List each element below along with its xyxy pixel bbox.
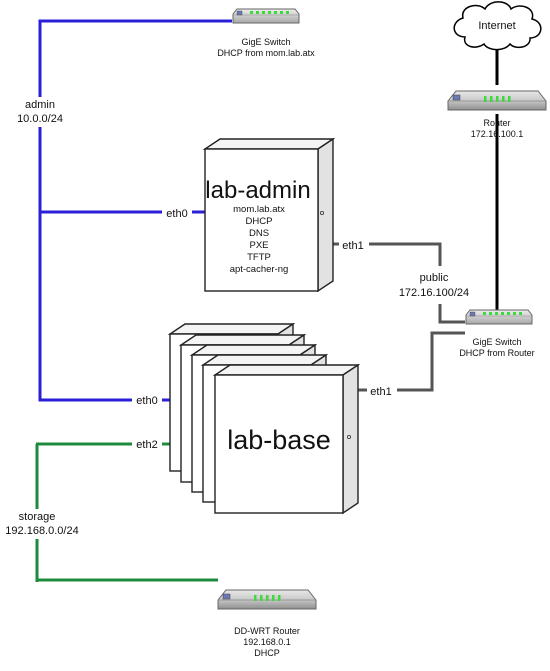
service-item: mom.lab.atx (233, 204, 285, 215)
router-device (447, 90, 547, 111)
public-switch-device (465, 309, 533, 325)
lab-base-eth1-label: eth1 (370, 386, 391, 398)
storage-network-name: storage (19, 511, 56, 523)
public-label-bg (398, 266, 482, 304)
admin-switch-note: DHCP from mom.lab.atx (217, 48, 315, 58)
lab-admin-eth1-bg (339, 238, 369, 252)
admin-network-cidr: 10.0.0/24 (17, 113, 63, 125)
service-item: apt-cacher-ng (230, 264, 289, 275)
dd-wrt-port-icon (222, 593, 231, 600)
public-switch-note: DHCP from Router (459, 348, 534, 358)
cloud-label: Internet (478, 20, 515, 32)
admin-switch-device (232, 8, 300, 24)
router-port-icon (452, 94, 461, 101)
service-item: PXE (249, 240, 268, 251)
dd-wrt-name: DD-WRT Router (234, 626, 300, 636)
public-network-cidr: 172.16.100/24 (399, 287, 469, 299)
lab-admin-eth0-bg (162, 206, 192, 220)
storage-network-cidr: 192.168.0.0/24 (5, 525, 78, 537)
lab-admin-eth0-label: eth0 (166, 208, 187, 220)
public-network-name: public (420, 272, 449, 284)
dd-wrt-leds (254, 595, 281, 601)
internet-cloud: Internet (453, 1, 542, 51)
lab-admin-title: lab-admin (205, 177, 310, 204)
public-to-switch-link (438, 304, 465, 324)
router-ip: 172.16.100.1 (471, 129, 524, 139)
admin-switch-port-icon (236, 10, 243, 16)
lab-admin-eth1-label: eth1 (342, 240, 363, 252)
admin-switch-name: GigE Switch (241, 37, 290, 47)
public-switch-port-icon (469, 311, 476, 317)
router-leds (484, 96, 511, 102)
admin-network-name: admin (25, 99, 55, 111)
admin-label-bg (10, 97, 70, 127)
public-lab-base-link (358, 331, 465, 392)
lab-admin-power-led (319, 210, 324, 215)
lab-base-title: lab-base (227, 425, 331, 455)
service-item: DHCP (246, 216, 273, 227)
lab-base-power-led (346, 434, 351, 439)
lab-admin-services: mom.lab.atx DHCP DNS PXE TFTP apt-cacher… (230, 204, 289, 275)
dd-wrt-router-device (217, 589, 317, 610)
service-item: DNS (249, 228, 269, 239)
dd-wrt-ip: 192.168.0.1 (243, 637, 291, 647)
public-switch-name: GigE Switch (472, 337, 521, 347)
service-item: TFTP (247, 252, 271, 263)
router-name: Router (483, 118, 510, 128)
lab-base-eth2-bg (132, 437, 162, 451)
public-switch-leds (483, 312, 522, 315)
lab-base-stack (167, 322, 361, 515)
dd-wrt-note: DHCP (254, 648, 280, 658)
admin-switch-leds (250, 11, 289, 14)
storage-label-bg (2, 509, 82, 539)
lab-base-eth2-label: eth2 (136, 439, 157, 451)
cloud-shape (453, 1, 542, 51)
lab-admin-server (202, 137, 336, 293)
lab-base-eth1-bg (367, 384, 397, 398)
lab-base-eth0-bg (132, 393, 162, 407)
lab-base-eth0-label: eth0 (136, 395, 157, 407)
